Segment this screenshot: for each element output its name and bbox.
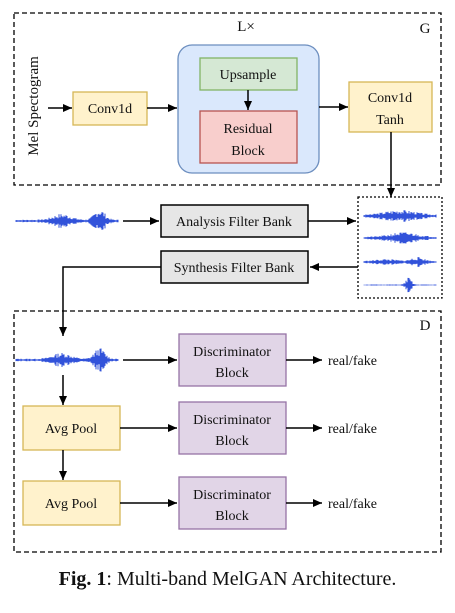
- discriminator-block-1-line2: Block: [215, 366, 248, 381]
- discriminator-output-1: real/fake: [328, 354, 377, 369]
- discriminator-block-1: [178, 333, 287, 387]
- conv1d-label: Conv1d: [88, 102, 132, 117]
- subband-waveforms: [363, 210, 437, 293]
- conv1d-tanh-label-line1: Conv1d: [368, 91, 412, 106]
- avg-pool-label-1: Avg Pool: [45, 422, 97, 437]
- synthesis-filter-bank-box: [160, 250, 309, 284]
- residual-block-label-line2: Block: [231, 144, 264, 159]
- conv1d-tanh-label-line2: Tanh: [376, 113, 404, 128]
- output-waveform: [15, 348, 119, 372]
- mel-spectrogram-input-label: Mel Spectogram: [26, 56, 42, 156]
- waveform-trace: [15, 348, 119, 372]
- input-waveform: [15, 212, 119, 230]
- figure-caption-text: : Multi-band MelGAN Architecture.: [106, 568, 397, 590]
- waveform-trace: [363, 232, 437, 244]
- discriminator-section-frame: [13, 310, 442, 553]
- upsample-label: Upsample: [220, 68, 277, 83]
- figure-caption: Fig. 1: Multi-band MelGAN Architecture.: [0, 568, 455, 591]
- discriminator-block-2: [178, 401, 287, 455]
- subband-signals-frame: [357, 196, 443, 299]
- analysis-filter-bank-label: Analysis Filter Bank: [176, 215, 292, 230]
- loop-count-label: L×: [237, 19, 255, 35]
- avg-pool-label-2: Avg Pool: [45, 497, 97, 512]
- waveform-trace: [363, 257, 437, 267]
- figure-number: Fig. 1: [58, 568, 107, 590]
- generator-section-label: G: [420, 21, 431, 37]
- discriminator-block-3-line2: Block: [215, 509, 248, 524]
- avg-pool-box-2: [22, 480, 121, 526]
- discriminator-block-1-line1: Discriminator: [193, 345, 271, 360]
- discriminator-section-label: D: [420, 318, 431, 334]
- waveform-trace: [15, 212, 119, 230]
- discriminator-output-2: real/fake: [328, 422, 377, 437]
- analysis-filter-bank-box: [160, 204, 309, 238]
- avg-pool-box-1: [22, 405, 121, 451]
- synthesis-filter-bank-label: Synthesis Filter Bank: [174, 261, 295, 276]
- discriminator-block-3: [178, 476, 287, 530]
- generator-section-frame: [13, 12, 442, 186]
- arrow-synthesis-to-discriminator: [59, 266, 161, 336]
- residual-block-box: [199, 110, 298, 164]
- discriminator-block-3-line1: Discriminator: [193, 488, 271, 503]
- discriminator-block-2-line2: Block: [215, 434, 248, 449]
- discriminator-output-3: real/fake: [328, 497, 377, 512]
- waveform-trace: [363, 210, 437, 222]
- conv1d-tanh-box: [348, 81, 433, 133]
- residual-block-label-line1: Residual: [224, 122, 273, 137]
- waveform-trace: [363, 277, 437, 293]
- discriminator-block-2-line1: Discriminator: [193, 413, 271, 428]
